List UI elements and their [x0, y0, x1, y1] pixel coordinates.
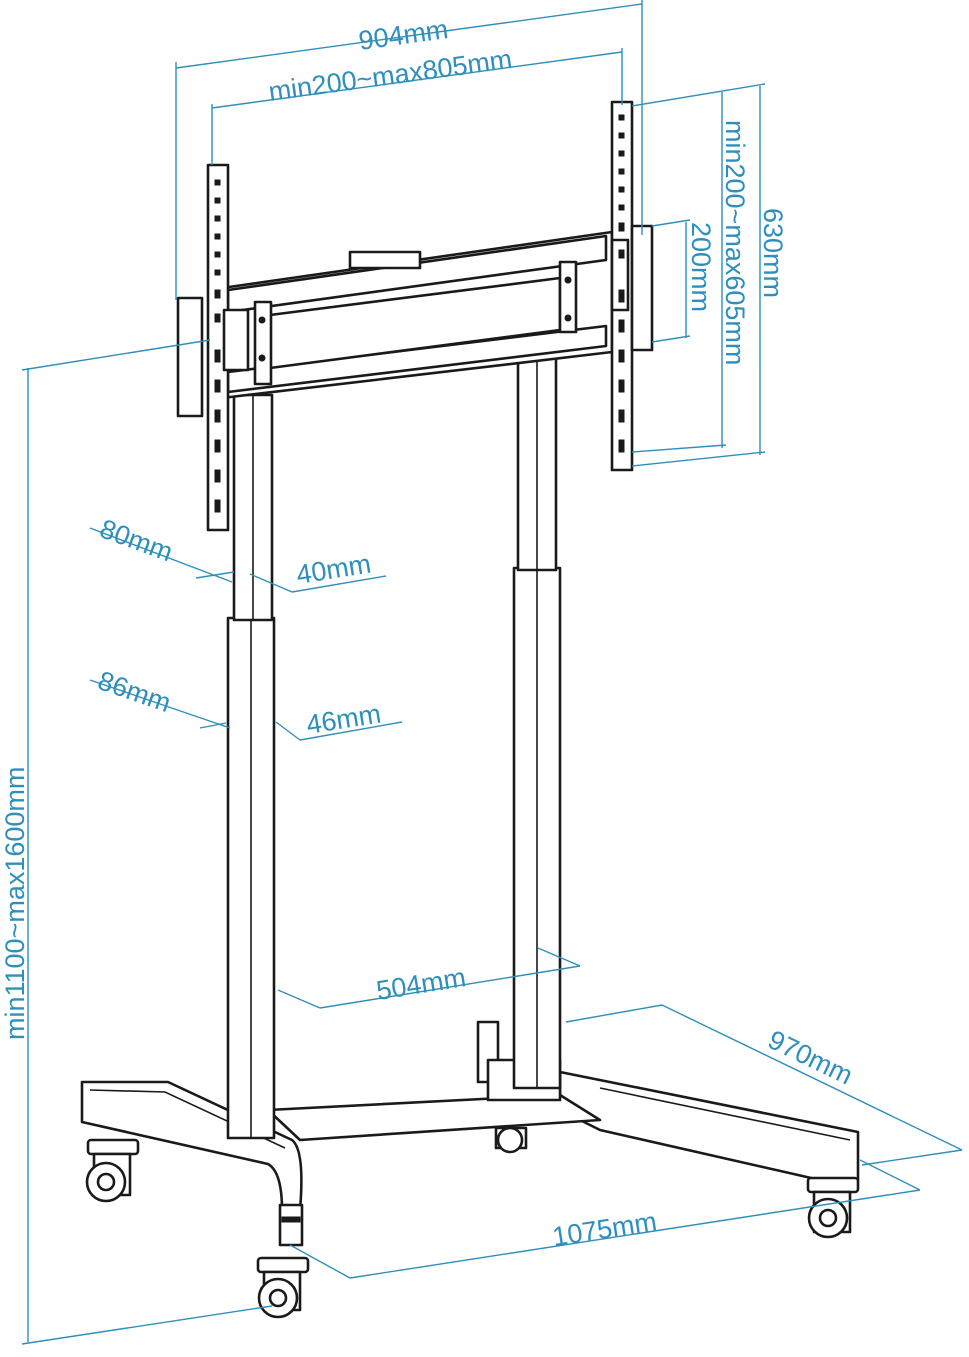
label-stand-height: min1100~max1600mm — [0, 767, 30, 1040]
left-column — [226, 393, 276, 1140]
dim-stand-height-lines — [21, 339, 273, 1345]
mount-frame — [220, 230, 614, 400]
dim-base-depth-lines — [565, 1004, 963, 1166]
label-column-spacing: 504mm — [374, 962, 468, 1006]
label-vesa-horizontal: min200~max805mm — [267, 44, 514, 107]
dim-lower-column-lines — [89, 679, 403, 741]
label-base-depth: 970mm — [763, 1024, 857, 1090]
dim-bracket-height-lines — [651, 219, 691, 343]
label-vesa-vertical: min200~max605mm — [720, 120, 750, 365]
vesa-arm-left — [176, 163, 250, 532]
base-right-leg — [558, 1070, 860, 1182]
dim-base-width-lines — [289, 1159, 921, 1279]
dim-column-spacing-lines — [277, 947, 581, 1009]
dim-upper-column-lines — [89, 527, 387, 593]
dim-overall-height-lines — [631, 83, 766, 467]
label-bracket-height: 200mm — [686, 222, 716, 312]
dimension-labels: 904mm min200~max805mm 630mm min200~max60… — [0, 14, 858, 1252]
dim-vesa-horizontal-lines — [211, 48, 623, 165]
dim-vesa-vertical-lines — [631, 92, 727, 453]
caster-rear-left — [85, 1138, 140, 1203]
label-base-width: 1075mm — [550, 1206, 658, 1252]
label-lower-column-width: 86mm — [94, 665, 175, 718]
tv-stand-drawing — [80, 100, 860, 1319]
dimension-lines — [21, 0, 963, 1345]
caster-front-right — [806, 1176, 860, 1239]
vesa-arm-right — [610, 100, 654, 472]
label-overall-width: 904mm — [357, 14, 450, 56]
caster-front-left — [256, 1256, 310, 1319]
caster-rear-right — [494, 1126, 528, 1154]
base-crossbar — [266, 1093, 602, 1142]
label-upper-column-width: 80mm — [96, 513, 177, 567]
label-overall-height: 630mm — [758, 208, 788, 298]
right-column — [512, 308, 562, 1090]
dim-overall-width-lines — [175, 0, 643, 300]
label-upper-column-depth: 40mm — [294, 549, 373, 590]
label-lower-column-depth: 46mm — [304, 699, 383, 740]
